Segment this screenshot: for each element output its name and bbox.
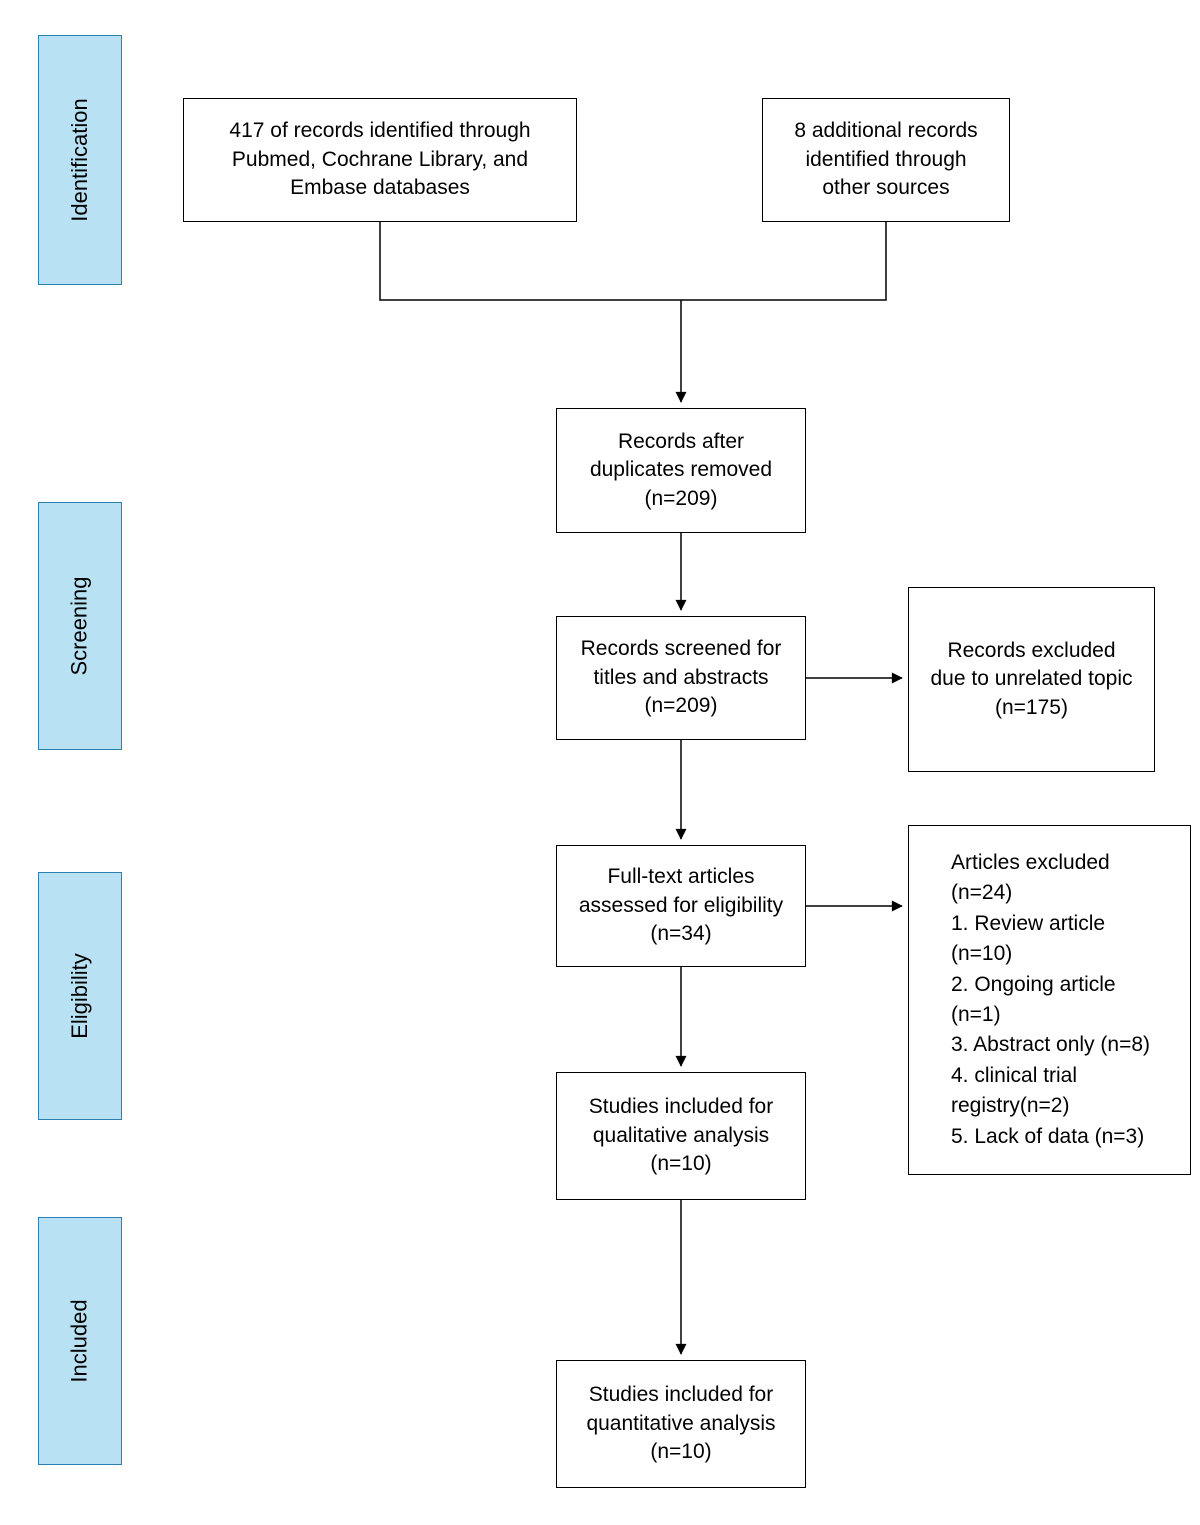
merge-connector-line [379, 222, 887, 301]
stage-band-eligibility: Eligibility [38, 872, 122, 1120]
box-qualitative-analysis-text: Studies included for qualitative analysi… [588, 1095, 774, 1176]
box-records-after-duplicates-text: Records after duplicates removed (n=209) [589, 429, 773, 510]
box-additional-records-text: 8 additional records identified through … [794, 119, 978, 200]
stage-band-identification: Identification [38, 35, 122, 285]
box-quantitative-analysis-text: Studies included for quantitative analys… [586, 1383, 776, 1464]
box-quantitative-analysis: Studies included for quantitative analys… [556, 1360, 806, 1488]
stage-band-screening: Screening [38, 502, 122, 750]
stage-label-eligibility: Eligibility [67, 953, 92, 1039]
box-records-identified-databases-text: 417 of records identified through Pubmed… [229, 119, 531, 200]
box-records-screened: Records screened for titles and abstract… [556, 616, 806, 740]
box-articles-excluded-text: Articles excluded (n=24) 1. Review artic… [950, 850, 1151, 1148]
box-qualitative-analysis: Studies included for qualitative analysi… [556, 1072, 806, 1200]
box-records-excluded: Records excluded due to unrelated topic … [908, 587, 1155, 772]
stage-label-screening: Screening [67, 576, 93, 676]
box-articles-excluded: Articles excluded (n=24) 1. Review artic… [908, 825, 1191, 1175]
box-records-screened-text: Records screened for titles and abstract… [580, 637, 782, 718]
stage-label-included: Included [67, 1299, 92, 1383]
box-additional-records: 8 additional records identified through … [762, 98, 1010, 222]
box-records-identified-databases: 417 of records identified through Pubmed… [183, 98, 577, 222]
box-records-after-duplicates: Records after duplicates removed (n=209) [556, 408, 806, 533]
stage-label-identification: Identification [67, 98, 92, 222]
box-fulltext-assessed: Full-text articles assessed for eligibil… [556, 845, 806, 967]
box-records-excluded-text: Records excluded due to unrelated topic … [930, 638, 1133, 719]
box-fulltext-assessed-text: Full-text articles assessed for eligibil… [578, 865, 784, 946]
stage-band-included: Included [38, 1217, 122, 1465]
